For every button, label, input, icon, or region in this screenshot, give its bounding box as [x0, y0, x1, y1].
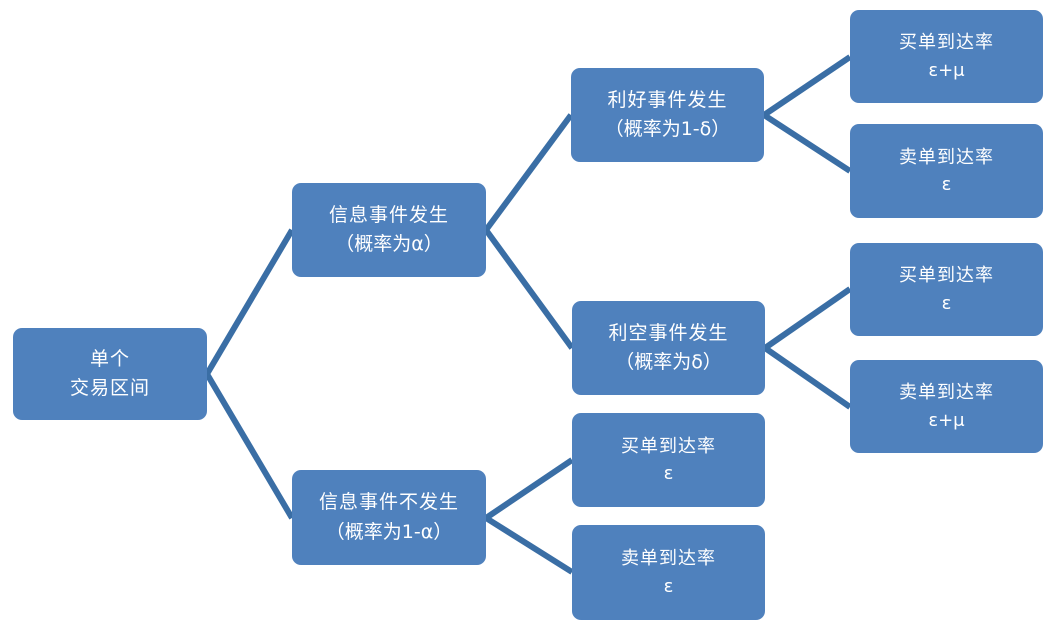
edge-bad-to-buy-eps	[763, 286, 852, 351]
node-sell-arrival-eps-plus-mu[interactable]: 卖单到达率 ε+μ	[850, 360, 1043, 453]
node-sell-arrival-eps-no-info-line1: 卖单到达率	[621, 548, 716, 569]
edge-info-yes-to-good	[483, 113, 574, 232]
node-info-event-not-occurs[interactable]: 信息事件不发生 （概率为1-α）	[292, 470, 486, 565]
node-good-news-event-line1: 利好事件发生	[607, 89, 728, 111]
node-root-line1: 单个	[89, 348, 130, 370]
node-sell-arrival-eps-plus-mu-line2: ε+μ	[928, 409, 965, 431]
node-info-event-occurs-line2: （概率为α）	[335, 233, 443, 255]
node-buy-arrival-eps-no-info-line2: ε	[663, 463, 674, 484]
edge-root-to-info-no	[204, 372, 295, 520]
node-sell-arrival-eps-no-info[interactable]: 卖单到达率 ε	[572, 525, 765, 620]
edge-info-yes-to-bad	[483, 228, 575, 350]
node-info-event-not-occurs-line2: （概率为1-α）	[325, 520, 453, 543]
node-buy-arrival-eps-no-info-line1: 买单到达率	[621, 435, 716, 456]
node-bad-news-event-line1: 利空事件发生	[608, 322, 729, 344]
node-sell-arrival-eps-no-info-line2: ε	[663, 575, 674, 597]
node-good-news-event-line2: （概率为1-δ）	[604, 118, 731, 140]
node-root[interactable]: 单个 交易区间	[13, 328, 207, 420]
edge-good-to-buy-epsmu	[762, 54, 852, 118]
edge-bad-to-sell-epsmu	[763, 345, 852, 410]
node-info-event-occurs-line1: 信息事件发生	[328, 204, 449, 226]
node-buy-arrival-eps-line2: ε	[941, 292, 952, 314]
node-sell-arrival-eps-plus-mu-line1: 卖单到达率	[899, 382, 994, 403]
node-root-line2: 交易区间	[69, 378, 150, 399]
node-buy-arrival-eps-line1: 买单到达率	[899, 265, 994, 286]
node-sell-arrival-eps-line2: ε	[941, 174, 952, 195]
node-bad-news-event[interactable]: 利空事件发生 （概率为δ）	[572, 301, 765, 395]
node-buy-arrival-eps-plus-mu-line2: ε+μ	[928, 59, 965, 81]
node-bad-news-event-line2: （概率为δ）	[615, 351, 722, 373]
node-buy-arrival-eps-plus-mu-line1: 买单到达率	[899, 32, 994, 53]
node-info-event-occurs[interactable]: 信息事件发生 （概率为α）	[292, 183, 486, 277]
edge-info-no-to-buy	[484, 457, 574, 521]
node-good-news-event[interactable]: 利好事件发生 （概率为1-δ）	[571, 68, 764, 162]
node-sell-arrival-eps-line1: 卖单到达率	[899, 146, 994, 167]
node-buy-arrival-eps[interactable]: 买单到达率 ε	[850, 243, 1043, 336]
edge-good-to-sell-eps	[762, 112, 852, 174]
node-buy-arrival-eps-no-info[interactable]: 买单到达率 ε	[572, 413, 765, 507]
node-info-event-not-occurs-line1: 信息事件不发生	[318, 492, 459, 514]
node-sell-arrival-eps[interactable]: 卖单到达率 ε	[850, 124, 1043, 218]
node-buy-arrival-eps-plus-mu[interactable]: 买单到达率 ε+μ	[850, 10, 1043, 103]
edge-root-to-info-yes	[204, 228, 295, 376]
edge-info-no-to-sell	[484, 515, 574, 575]
